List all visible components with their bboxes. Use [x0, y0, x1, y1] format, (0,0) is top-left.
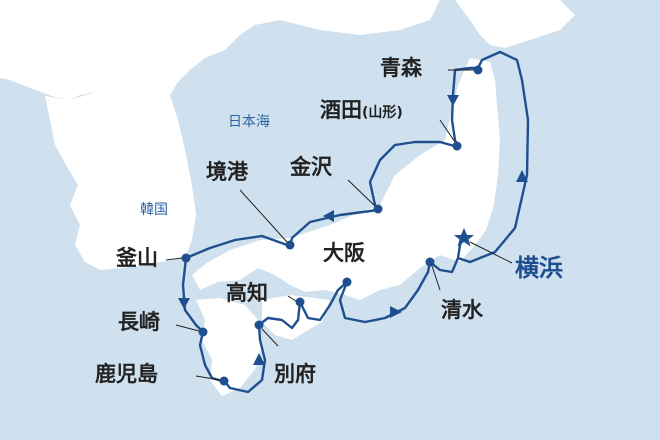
port-label-kagoshima: 鹿児島 [95, 362, 158, 386]
port-label-kanazawa: 金沢 [290, 155, 332, 179]
leader-yokohama [469, 241, 513, 264]
leader-sakaiminato [239, 189, 288, 243]
korea-label: 韓国 [140, 202, 168, 218]
port-dot-sakata [452, 141, 462, 151]
route-arrow-south-aomori [447, 95, 459, 106]
port-dot-kagoshima [219, 376, 229, 386]
port-label-shimizu: 清水 [441, 298, 483, 322]
port-dot-kanazawa [373, 204, 383, 214]
port-dot-sakaiminato [285, 240, 295, 250]
home-port-label: 横浜 [515, 254, 563, 282]
leader-busan [165, 257, 183, 261]
port-label-sakaiminato: 境港 [206, 160, 248, 184]
port-label-kochi: 高知 [226, 281, 268, 305]
route-arrow-north-beppu [253, 353, 265, 365]
leader-sakata [439, 119, 456, 143]
port-dot-nagasaki [198, 327, 208, 337]
port-dot-kochi [295, 297, 305, 307]
port-dot-shimizu [425, 257, 435, 267]
home-port-star [454, 228, 474, 247]
sea-of-japan-label: 日本海 [228, 114, 270, 130]
leader-beppu [261, 328, 279, 347]
korea-peninsula [45, 88, 196, 270]
port-label-beppu: 別府 [274, 362, 316, 386]
leader-kanazawa [347, 179, 376, 207]
port-label-nagasaki: 長崎 [118, 310, 160, 334]
kyushu [196, 298, 262, 396]
leader-kagoshima [195, 375, 221, 381]
port-label-aomori: 青森 [380, 56, 422, 80]
port-label-sakata-note: (山形) [362, 105, 403, 121]
port-label-sakata-name: 酒田 [320, 98, 362, 122]
route-arrow-north [516, 170, 528, 182]
leader-shimizu [431, 265, 441, 291]
shikoku [262, 295, 330, 340]
continent-landmass [0, 0, 440, 100]
route-arrow-east [390, 306, 402, 318]
port-dot-beppu [254, 320, 264, 330]
route-arrow-south-busan [178, 298, 190, 309]
route-arrow-west [323, 210, 334, 222]
port-dot-busan [181, 253, 191, 263]
leader-kochi [287, 295, 297, 302]
port-label-sakata: 酒田(山形) [320, 100, 403, 121]
leader-nagasaki [175, 324, 200, 332]
port-dot-aomori [473, 65, 483, 75]
hokkaido [455, 0, 575, 48]
port-dot-osaka [342, 277, 352, 287]
port-label-busan: 釜山 [116, 246, 158, 270]
port-label-osaka: 大阪 [323, 241, 365, 265]
